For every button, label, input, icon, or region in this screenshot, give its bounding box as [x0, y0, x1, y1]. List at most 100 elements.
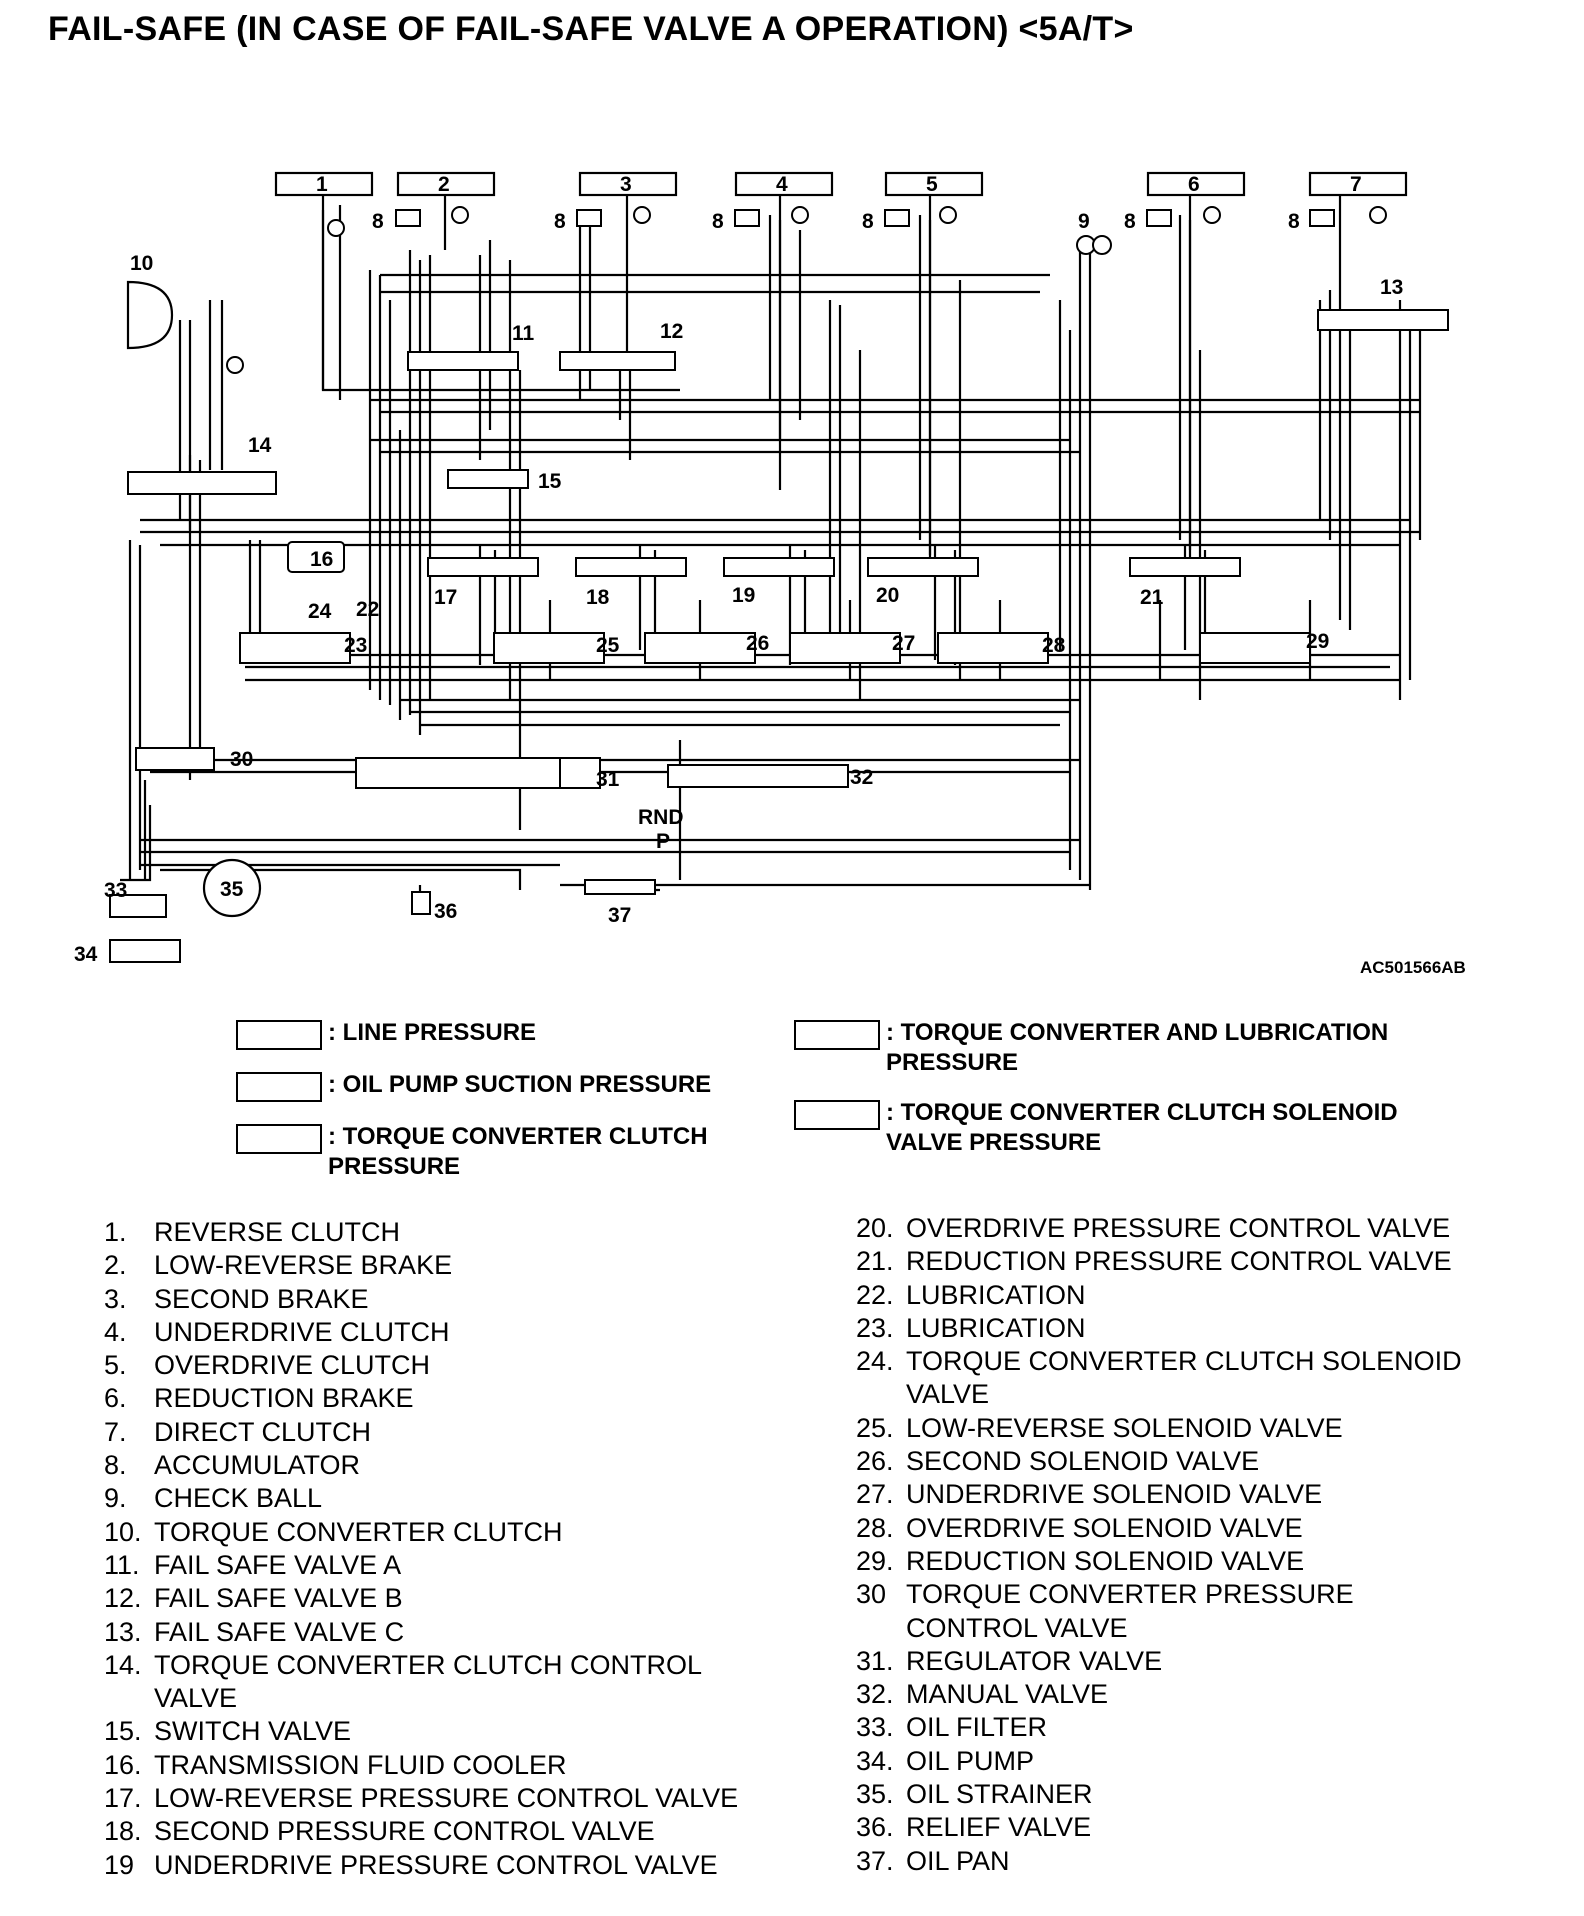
- part-list-item: 11. FAIL SAFE VALVE A: [104, 1549, 738, 1582]
- part-name: DIRECT CLUTCH: [154, 1416, 372, 1447]
- part-number: 2.: [104, 1250, 127, 1281]
- accumulators: [226, 206, 1387, 374]
- part-list-item: 16.TRANSMISSION FLUID COOLER: [104, 1749, 738, 1782]
- part-number: 7.: [104, 1416, 127, 1447]
- label-33: 33: [104, 879, 127, 902]
- label-13: 13: [1380, 276, 1403, 299]
- part-number: 1.: [104, 1217, 127, 1247]
- valve-bodies: [109, 309, 1449, 963]
- label-19: 19: [732, 584, 755, 607]
- part-name: TORQUE CONVERTER PRESSURE CONTROL VALVE: [906, 1579, 1354, 1643]
- legend-text: : TORQUE CONVERTER CLUTCH PRESSURE: [328, 1123, 708, 1180]
- part-number: 37.: [856, 1845, 894, 1876]
- part-list-item: 4.UNDERDRIVE CLUTCH: [104, 1316, 738, 1349]
- label-32: 32: [850, 766, 873, 789]
- label-27: 27: [892, 632, 915, 655]
- part-number: 31.: [856, 1645, 894, 1676]
- figure-code: AC501566AB: [1360, 958, 1466, 977]
- part-name: OVERDRIVE CLUTCH: [154, 1350, 431, 1381]
- port-label-3: 3: [620, 173, 632, 196]
- part-name: LUBRICATION: [906, 1312, 1086, 1343]
- label-28: 28: [1042, 634, 1066, 657]
- part-number: 3.: [104, 1283, 127, 1314]
- legend-swatch: [236, 1020, 322, 1050]
- part-name: OVERDRIVE PRESSURE CONTROL VALVE: [906, 1213, 1451, 1243]
- part-name: TORQUE CONVERTER CLUTCH SOLENOID VALVE: [906, 1346, 1462, 1410]
- oil-strainer-symbol: [202, 858, 262, 918]
- part-list-item: 1.REVERSE CLUTCH: [104, 1216, 738, 1249]
- accumulator-label-2: 8: [372, 210, 384, 233]
- label-18: 18: [586, 586, 610, 609]
- part-name: LOW-REVERSE SOLENOID VALVE: [906, 1412, 1343, 1443]
- label-21: 21: [1140, 586, 1164, 609]
- part-number: 24.: [856, 1346, 894, 1377]
- part-name: LUBRICATION: [906, 1279, 1086, 1310]
- part-name: LOW-REVERSE PRESSURE CONTROL VALVE: [154, 1783, 739, 1814]
- accumulator-label-3: 8: [554, 210, 566, 233]
- label-17: 17: [434, 586, 457, 609]
- label-26: 26: [746, 632, 769, 655]
- part-name: OVERDRIVE SOLENOID VALVE: [906, 1512, 1303, 1543]
- part-list-item: 27.UNDERDRIVE SOLENOID VALVE: [856, 1478, 1462, 1511]
- part-list-item: 34.OIL PUMP: [856, 1745, 1462, 1778]
- part-list-item: 32. MANUAL VALVE: [856, 1678, 1462, 1711]
- legend-swatch: [794, 1100, 880, 1130]
- label-25: 25: [596, 634, 620, 657]
- label-34: 34: [74, 943, 98, 966]
- legend-text: : TORQUE CONVERTER CLUTCH SOLENOID VALVE…: [886, 1099, 1398, 1156]
- part-list-item: 7. DIRECT CLUTCH: [104, 1416, 738, 1449]
- part-number: 16.: [104, 1749, 142, 1780]
- part-number: 32.: [856, 1679, 894, 1710]
- torque-converter-clutch-symbol: [126, 280, 174, 350]
- part-number: 27.: [856, 1479, 894, 1510]
- diagram-labels: 1 2 3 4 5 6 7 8 8 8 8 8 8 9 10 11 12 13 …: [74, 173, 1403, 966]
- part-list-item: 14.TORQUE CONVERTER CLUTCH CONTROL VALVE: [104, 1649, 738, 1716]
- label-9: 9: [1078, 210, 1090, 233]
- part-list-item: 30 TORQUE CONVERTER PRESSURE CONTROL VALV…: [856, 1578, 1462, 1645]
- port-label-1: 1: [316, 173, 328, 196]
- part-list-item: 35.OIL STRAINER: [856, 1778, 1462, 1811]
- part-name: FAIL SAFE VALVE B: [154, 1583, 403, 1614]
- part-name: REDUCTION BRAKE: [154, 1383, 414, 1414]
- part-list-item: 13.FAIL SAFE VALVE C: [104, 1616, 738, 1649]
- accumulator-label-4: 8: [712, 210, 724, 233]
- part-number: 25.: [856, 1412, 894, 1443]
- label-14: 14: [248, 434, 272, 457]
- part-number: 12.: [104, 1583, 142, 1614]
- part-list-item: 28.OVERDRIVE SOLENOID VALVE: [856, 1512, 1462, 1545]
- part-name: MANUAL VALVE: [906, 1679, 1109, 1710]
- label-23: 23: [344, 634, 367, 657]
- part-list-item: 26.SECOND SOLENOID VALVE: [856, 1445, 1462, 1478]
- part-name: SECOND SOLENOID VALVE: [906, 1446, 1260, 1477]
- part-number: 23.: [856, 1312, 894, 1343]
- part-number: 30: [856, 1579, 887, 1610]
- part-name: FAIL SAFE VALVE A: [154, 1549, 402, 1580]
- page-title: FAIL-SAFE (IN CASE OF FAIL-SAFE VALVE A …: [48, 10, 1134, 48]
- part-list-item: 8. ACCUMULATOR: [104, 1449, 738, 1482]
- label-36: 36: [434, 900, 457, 923]
- part-name: FAIL SAFE VALVE C: [154, 1616, 405, 1647]
- part-name: ACCUMULATOR: [154, 1450, 361, 1481]
- port-label-7: 7: [1350, 173, 1362, 196]
- label-30: 30: [230, 748, 253, 771]
- part-list-item: 33.OIL FILTER: [856, 1711, 1462, 1744]
- part-number: 15.: [104, 1716, 142, 1747]
- part-number: 20.: [856, 1213, 894, 1243]
- part-number: 8.: [104, 1450, 127, 1481]
- label-12: 12: [660, 320, 683, 343]
- part-list-item: 10.TORQUE CONVERTER CLUTCH: [104, 1516, 738, 1549]
- part-number: 9.: [104, 1483, 127, 1514]
- part-list-item: 5.OVERDRIVE CLUTCH: [104, 1349, 738, 1382]
- hydraulic-circuit-diagram: 1 2 3 4 5 6 7 8 8 8 8 8 8 9 10 11 12 13 …: [74, 171, 1449, 966]
- part-number: 22.: [856, 1279, 894, 1310]
- label-20: 20: [876, 584, 899, 607]
- part-list-item: 36.RELIEF VALVE: [856, 1811, 1462, 1844]
- part-number: 11.: [104, 1549, 140, 1580]
- part-name: REGULATOR VALVE: [906, 1645, 1163, 1676]
- label-29: 29: [1306, 630, 1329, 653]
- part-name: SECOND BRAKE: [154, 1283, 369, 1314]
- port-label-6: 6: [1188, 173, 1200, 196]
- part-name: UNDERDRIVE CLUTCH: [154, 1316, 450, 1347]
- part-list-item: 37.OIL PAN: [856, 1845, 1462, 1878]
